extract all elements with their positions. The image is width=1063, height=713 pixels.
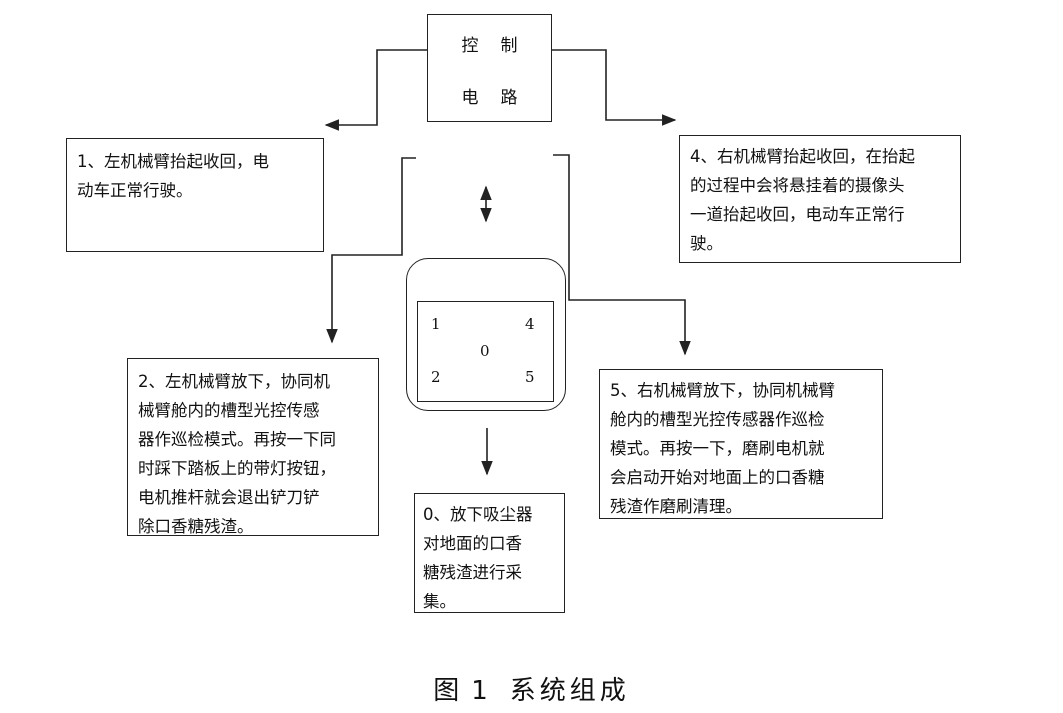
box2-line: 电机推杆就会退出铲刀铲 (138, 488, 320, 507)
control-label-line2: 电路 (461, 88, 540, 108)
box0-line: 对地面的口香 (423, 534, 522, 553)
box0-line: 0、放下吸尘器 (423, 505, 533, 524)
box5-line: 模式。再按一下，磨刷电机就 (610, 439, 825, 458)
arrow-to-box4 (552, 49, 677, 126)
key-2: 2 (431, 368, 441, 386)
control-panel-keypad: 1 4 0 2 5 (417, 301, 554, 402)
key-0: 0 (480, 342, 490, 360)
box-mode-5: 5、右机械臂放下，协同机械臂 舱内的槽型光控传感器作巡检 模式。再按一下，磨刷电… (599, 369, 883, 519)
box2-line: 除口香糖残渣。 (138, 517, 254, 536)
box5-line: 会启动开始对地面上的口香糖 (610, 468, 825, 487)
box-mode-0: 0、放下吸尘器 对地面的口香 糖残渣进行采 集。 (414, 493, 565, 613)
caption-label: 图 (433, 676, 464, 706)
box5-line: 残渣作磨刷清理。 (610, 497, 742, 516)
box-mode-1: 1、左机械臂抬起收回，电 动车正常行驶。 (66, 138, 324, 252)
box2-line: 械臂舱内的槽型光控传感 (138, 401, 320, 420)
arrow-to-box1 (324, 49, 427, 131)
box5-line: 舱内的槽型光控传感器作巡检 (610, 410, 825, 429)
box4-line: 4、右机械臂抬起收回，在抬起 (690, 147, 915, 166)
control-panel-outline (406, 258, 566, 411)
control-circuit-box: 控制 电路 (427, 14, 552, 122)
box4-line: 一道抬起收回，电动车正常行 (690, 205, 905, 224)
arrow-to-box2 (326, 157, 416, 344)
box0-line: 糖残渣进行采 (423, 563, 522, 582)
box1-line: 1、左机械臂抬起收回，电 (77, 152, 269, 171)
box4-line: 驶。 (690, 234, 723, 253)
box-mode-4: 4、右机械臂抬起收回，在抬起 的过程中会将悬挂着的摄像头 一道抬起收回，电动车正… (679, 135, 961, 263)
caption-number: 1 (471, 676, 492, 706)
control-label-line1: 控制 (461, 36, 540, 56)
box4-line: 的过程中会将悬挂着的摄像头 (690, 176, 905, 195)
box2-line: 器作巡检模式。再按一下同 (138, 430, 336, 449)
box2-line: 2、左机械臂放下，协同机 (138, 372, 330, 391)
arrow-to-box5 (553, 154, 691, 356)
key-4: 4 (525, 315, 535, 333)
box0-line: 集。 (423, 592, 456, 611)
box5-line: 5、右机械臂放下，协同机械臂 (610, 381, 835, 400)
box2-line: 时踩下踏板上的带灯按钮， (138, 459, 336, 478)
key-5: 5 (525, 368, 535, 386)
key-1: 1 (431, 315, 441, 333)
box-mode-2: 2、左机械臂放下，协同机 械臂舱内的槽型光控传感 器作巡检模式。再按一下同 时踩… (127, 358, 379, 536)
box1-line: 动车正常行驶。 (77, 181, 193, 200)
caption-title: 系统组成 (509, 676, 630, 706)
